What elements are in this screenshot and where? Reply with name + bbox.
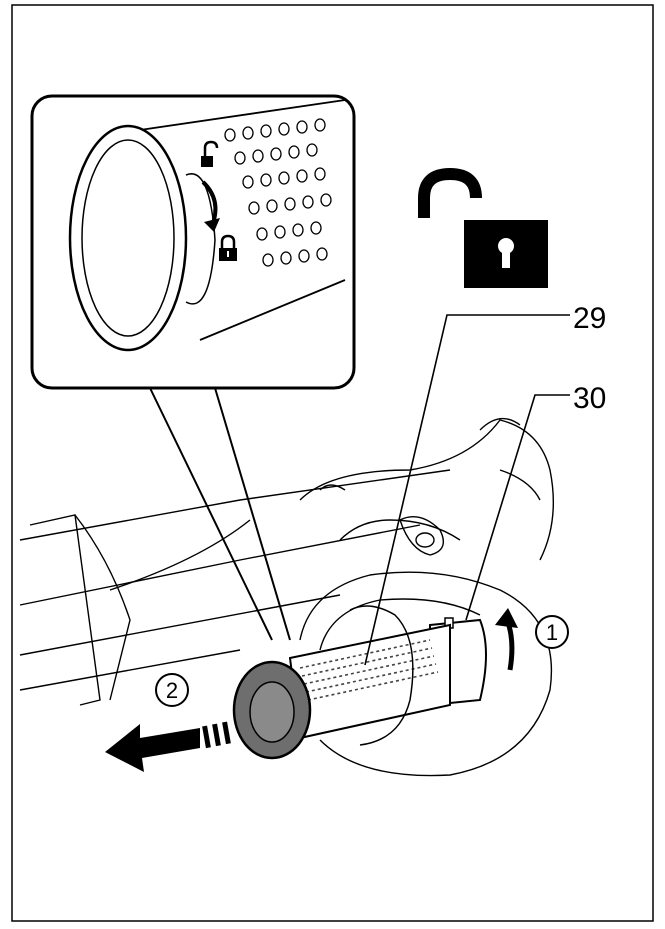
step-2-label: 2 [166,678,178,703]
machine-body [19,417,554,777]
step-2-badge: 2 [155,673,189,707]
step-1-rotate-arrow [495,608,518,671]
callout-30: 30 [573,382,606,415]
callout-lines [364,314,570,666]
lock-open-icon [201,140,219,167]
page-border [11,4,654,922]
step-1-label: 1 [546,620,558,645]
zoom-inset [30,94,356,641]
step-2-pull-arrow [105,721,231,772]
callout-29: 29 [573,302,606,335]
lock-closed-icon [219,234,237,261]
unlock-icon [418,167,548,288]
step-1-badge: 1 [535,615,569,649]
filter-tube [232,605,487,760]
